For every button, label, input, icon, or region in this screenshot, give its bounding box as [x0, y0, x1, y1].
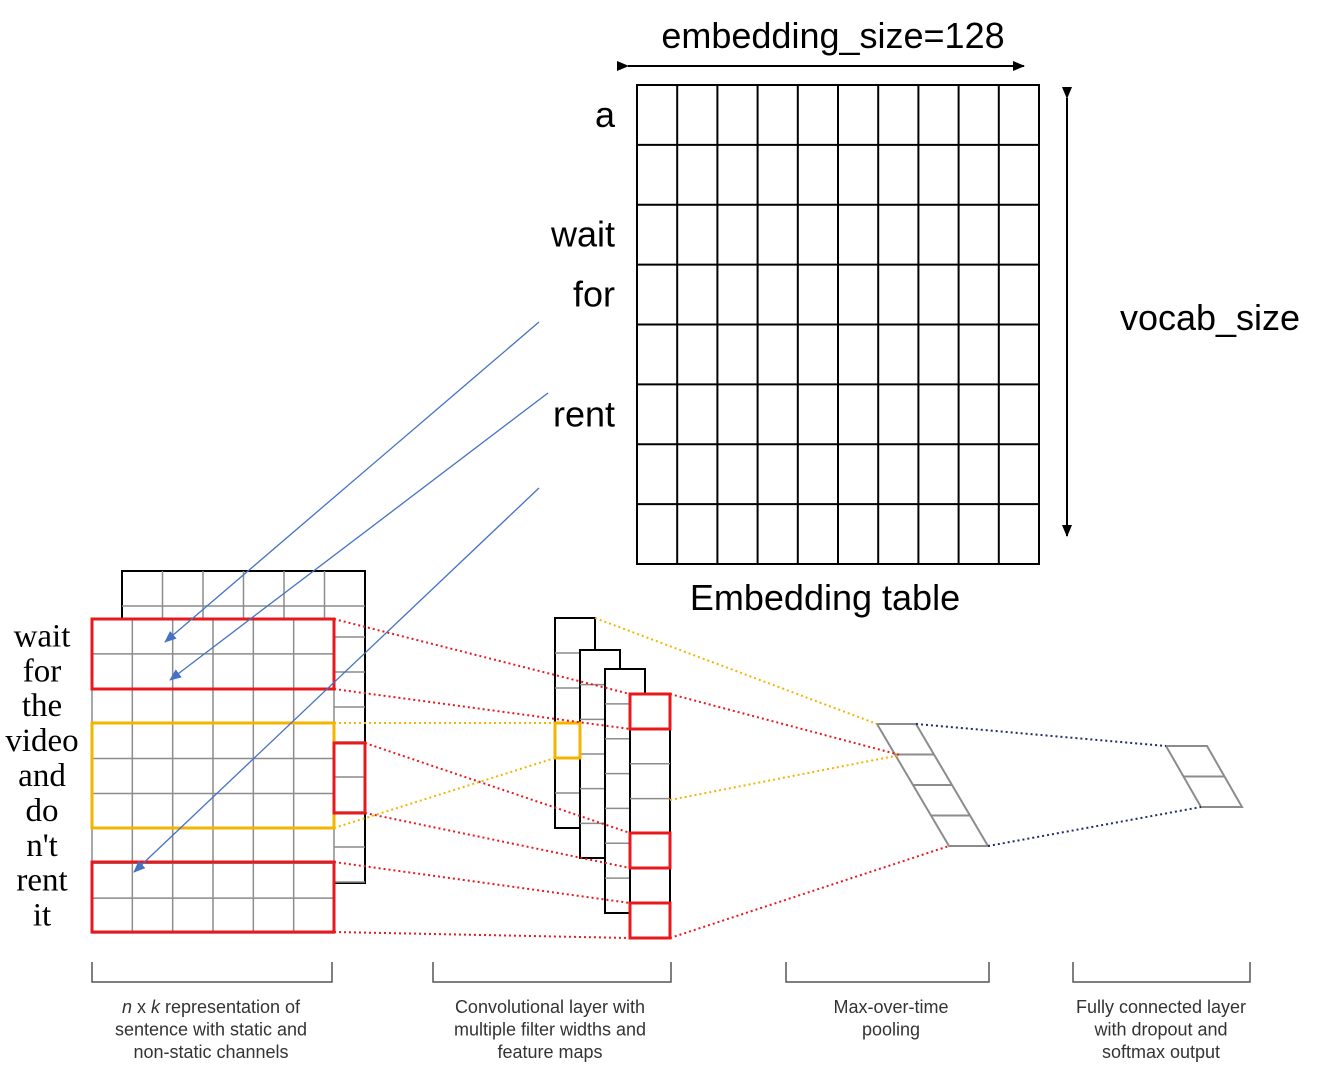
stage-bracket-2 — [785, 962, 990, 983]
stage-bracket-3 — [1072, 962, 1251, 983]
yellow-connector — [669, 754, 901, 801]
embedding-row-words: a wait for rent — [550, 94, 616, 434]
filter-window-red-top — [90, 617, 336, 691]
sentence-word-4: and — [18, 758, 66, 794]
stage-caption-2-line-1: pooling — [862, 1020, 920, 1040]
vocab-size-label: vocab_size — [1120, 297, 1300, 338]
stage-caption-3-line-0: Fully connected layer — [1076, 997, 1246, 1017]
stage-caption-1-line-1: multiple filter widths and — [454, 1020, 646, 1040]
stage-caption-1-line-0: Convolutional layer with — [455, 997, 645, 1017]
feature-map-cell-red-2 — [628, 831, 672, 870]
sentence-word-6: n't — [26, 828, 58, 864]
embedding-table-grid — [636, 84, 1040, 565]
embedding-size-label: embedding_size=128 — [661, 15, 1004, 56]
red-connector — [364, 812, 631, 869]
stage-caption-1-line-2: feature maps — [497, 1042, 602, 1062]
stage-caption-0-line-1: sentence with static and — [115, 1020, 307, 1040]
stage-caption-2-line-0: Max-over-time — [833, 997, 948, 1017]
stage-bracket-1 — [432, 962, 672, 983]
lookup-arrow-rent — [133, 487, 540, 873]
filter-window-red-bottom — [90, 860, 336, 934]
embedding-word-for: for — [573, 274, 615, 315]
sentence-word-5: do — [26, 793, 59, 829]
stage-caption-0-line-2: non-static channels — [133, 1042, 288, 1062]
embedding-word-a: a — [595, 94, 616, 135]
red-connector — [364, 742, 631, 834]
sentence-word-1: for — [23, 653, 61, 689]
lookup-arrows — [133, 321, 549, 873]
feature-map-cell-red-1 — [628, 692, 672, 731]
stage-caption-0-line-0: n x k representation of — [122, 997, 301, 1017]
sentence-word-8: it — [33, 898, 51, 934]
sentence-word-2: the — [22, 688, 62, 724]
red-connector — [669, 693, 901, 756]
navy-connector — [987, 806, 1202, 847]
nonstatic-channel-matrix — [90, 617, 367, 934]
output-layer — [1164, 745, 1244, 808]
red-connector — [669, 845, 950, 939]
navy-connector — [915, 723, 1167, 747]
red-connector — [333, 861, 631, 904]
embedding-word-wait: wait — [550, 214, 615, 255]
connector-lines — [333, 617, 1202, 939]
embedding-table-caption: Embedding table — [690, 577, 960, 618]
red-connector — [333, 618, 631, 695]
yellow-connector — [594, 617, 878, 725]
sentence-word-3: video — [5, 723, 78, 759]
sentence-word-7: rent — [16, 863, 67, 899]
stage-bracket-0 — [91, 962, 333, 983]
embedding-word-rent: rent — [553, 393, 615, 434]
yellow-connector — [333, 757, 556, 829]
lookup-arrow-for — [169, 392, 549, 681]
sentence-word-0: wait — [14, 618, 71, 654]
feature-map-cell-red-3 — [628, 901, 672, 940]
feature-maps — [553, 617, 672, 940]
feature-map-cell-yellow — [553, 721, 582, 760]
red-connector — [333, 931, 631, 939]
stage-captions: n x k representation of sentence with sta… — [91, 962, 1251, 1062]
stage-caption-3-line-1: with dropout and — [1093, 1020, 1227, 1040]
static-window-red — [332, 741, 367, 815]
feature-map-3 — [629, 693, 671, 939]
stage-caption-3-line-2: softmax output — [1102, 1042, 1220, 1062]
lookup-arrow-wait — [164, 321, 540, 643]
pooling-vector — [875, 723, 990, 847]
